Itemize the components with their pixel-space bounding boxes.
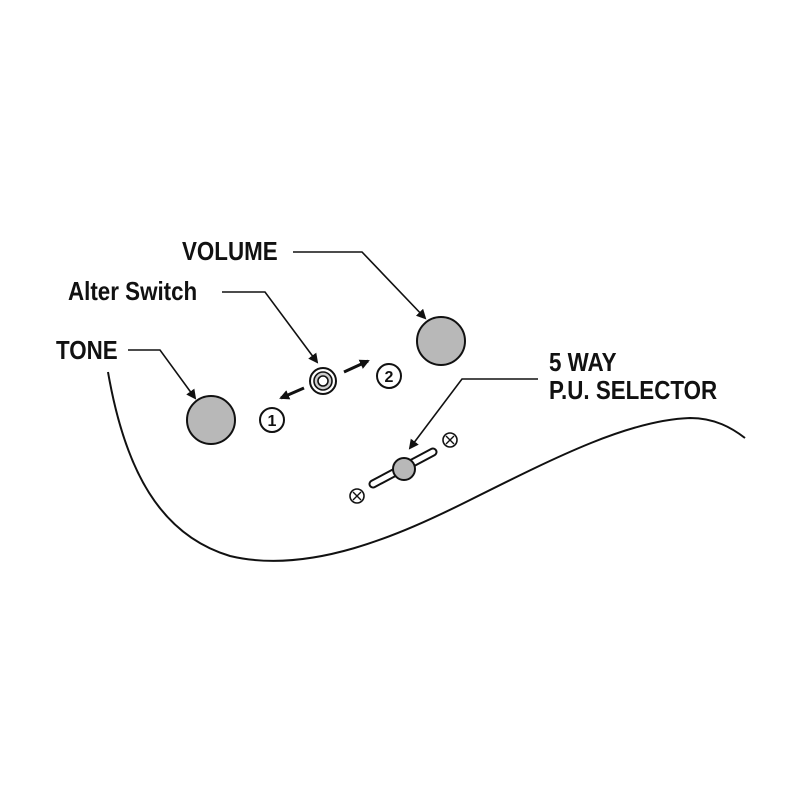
alter-switch-label: Alter Switch	[68, 276, 198, 306]
position-2-marker	[376, 363, 402, 389]
selector-knob[interactable]	[392, 457, 416, 481]
tone-knob[interactable]	[186, 395, 236, 445]
selector-screw-upper	[442, 432, 458, 448]
selector-label-line2: P.U. SELECTOR	[549, 375, 718, 405]
volume-leader	[293, 251, 427, 320]
tone-label: TONE	[56, 335, 118, 365]
position-1-arrow	[279, 386, 305, 400]
position-1-marker	[259, 407, 285, 433]
body-outline	[107, 371, 746, 562]
alter-switch-leader	[222, 291, 319, 364]
selector-label-line1: 5 WAY	[549, 347, 617, 377]
selector-screw-lower	[349, 488, 365, 504]
volume-label: VOLUME	[182, 236, 278, 266]
selector-leader	[408, 378, 538, 450]
alter-switch[interactable]	[309, 367, 337, 395]
tone-leader	[128, 349, 197, 400]
position-1-number: 1	[268, 413, 277, 430]
position-2-arrow	[343, 359, 370, 374]
volume-knob[interactable]	[416, 316, 466, 366]
position-2-number: 2	[385, 369, 394, 386]
pickup-selector[interactable]	[368, 447, 438, 489]
